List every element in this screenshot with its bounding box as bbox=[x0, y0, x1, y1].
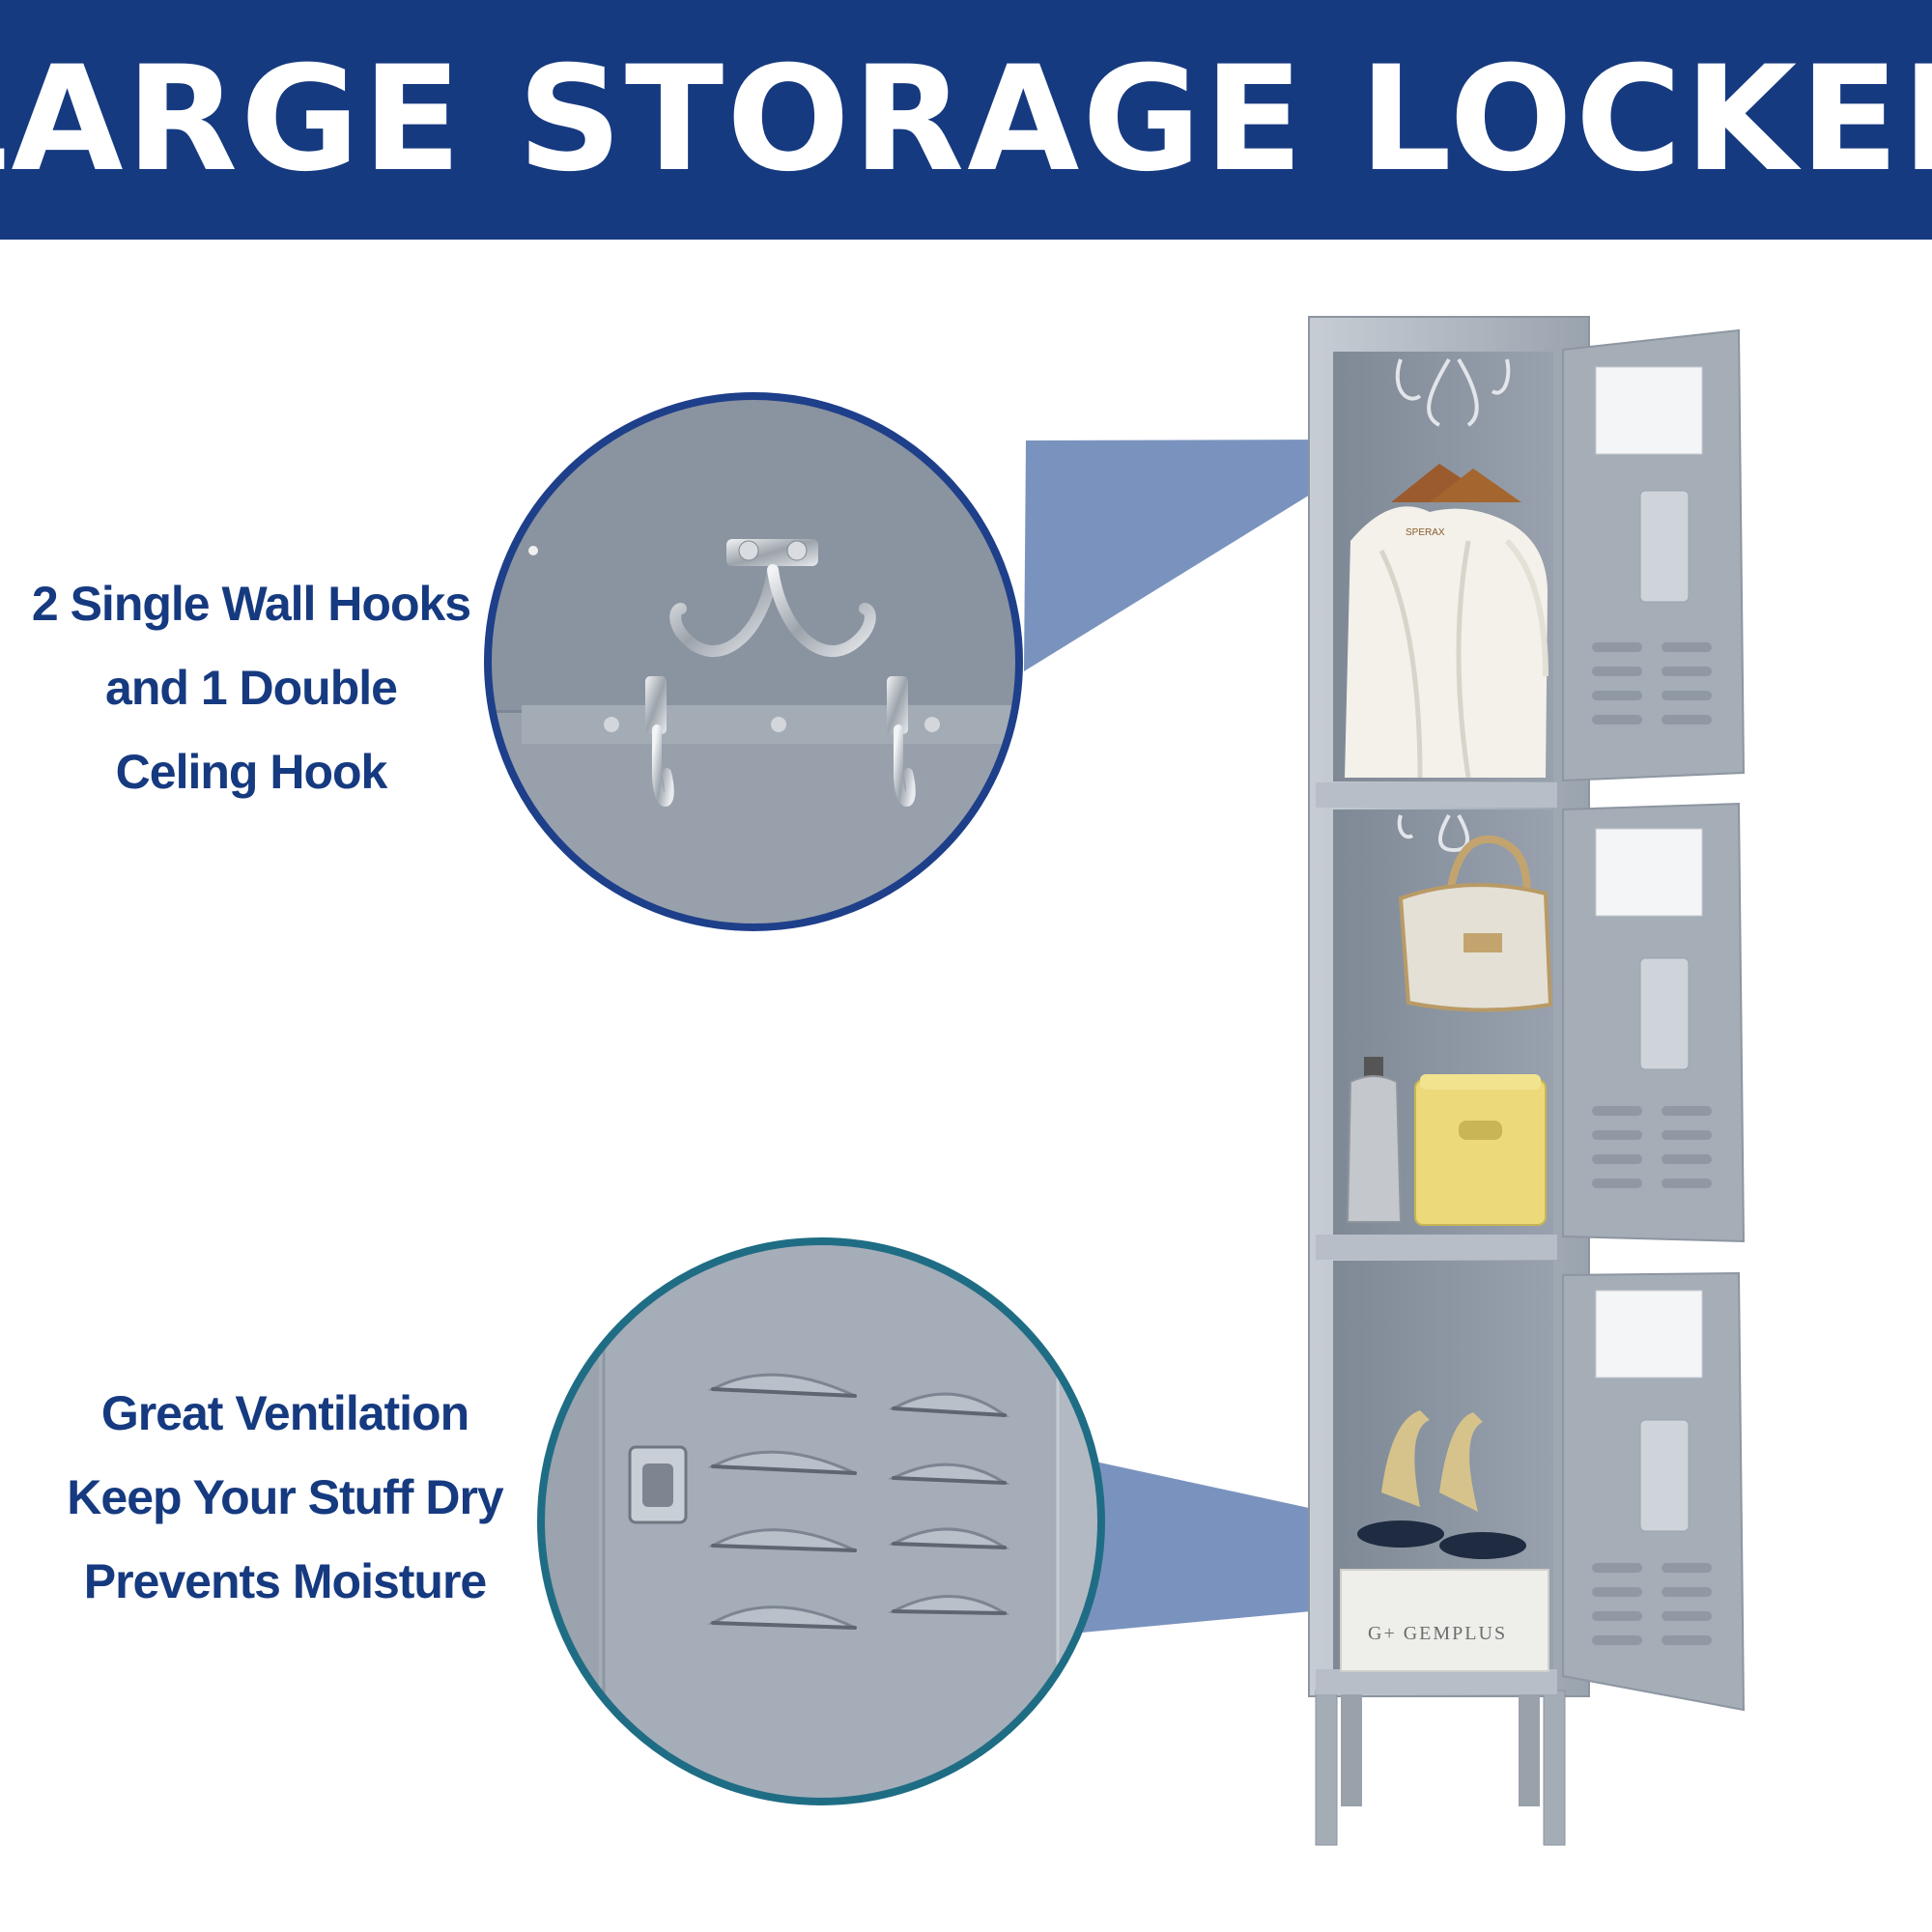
callout-ventilation-line-1: Great Ventilation bbox=[100, 1386, 469, 1440]
hooks-closeup-border bbox=[484, 392, 1023, 931]
wall-hook-left bbox=[645, 676, 674, 807]
page-title: LARGE STORAGE LOCKER bbox=[0, 36, 1932, 204]
hooks-closeup bbox=[484, 392, 1023, 931]
header-banner: LARGE STORAGE LOCKER bbox=[0, 0, 1932, 240]
vents-closeup bbox=[537, 1237, 1105, 1805]
callout-hooks-line-1: 2 Single Wall Hooks bbox=[31, 577, 471, 631]
gemplus-logo: G+ GEMPLUS bbox=[1368, 1623, 1508, 1644]
shoes bbox=[1357, 1410, 1526, 1559]
door-3-vents bbox=[1592, 1563, 1712, 1645]
door-3 bbox=[1562, 1271, 1746, 1712]
gemplus-box bbox=[1340, 1569, 1549, 1672]
handbag bbox=[1398, 835, 1553, 1012]
locker-leg-left bbox=[1315, 1690, 1338, 1846]
hanger-logo: SPERAX bbox=[1406, 527, 1445, 538]
door-2-vents bbox=[1592, 1106, 1712, 1188]
callout-hooks: 2 Single Wall Hooks and 1 Double Celing … bbox=[19, 562, 483, 814]
clothes bbox=[1345, 506, 1548, 779]
hook-rail-2 bbox=[1397, 814, 1469, 852]
callout-hooks-line-2: and 1 Double bbox=[105, 661, 398, 715]
wall-hook-right bbox=[887, 676, 916, 807]
callout-ventilation: Great Ventilation Keep Your Stuff Dry Pr… bbox=[58, 1372, 512, 1624]
vents-closeup-border bbox=[537, 1237, 1105, 1805]
double-hook bbox=[669, 539, 876, 658]
hook-rail-1 bbox=[1395, 357, 1511, 427]
locker bbox=[1308, 316, 1746, 1846]
hangers bbox=[1391, 464, 1521, 502]
latch-icon bbox=[628, 1445, 688, 1524]
callout-hooks-line-3: Celing Hook bbox=[115, 745, 388, 799]
door-1-vents bbox=[1592, 642, 1712, 724]
callout-ventilation-line-2: Keep Your Stuff Dry bbox=[67, 1470, 503, 1524]
top-zoom-beam bbox=[1024, 440, 1348, 671]
door-1 bbox=[1562, 328, 1746, 782]
door-2 bbox=[1562, 802, 1746, 1243]
water-bottle bbox=[1346, 1057, 1403, 1223]
callout-ventilation-line-3: Prevents Moisture bbox=[83, 1554, 487, 1608]
yellow-storage-box bbox=[1414, 1074, 1547, 1226]
locker-leg-right bbox=[1543, 1690, 1566, 1846]
